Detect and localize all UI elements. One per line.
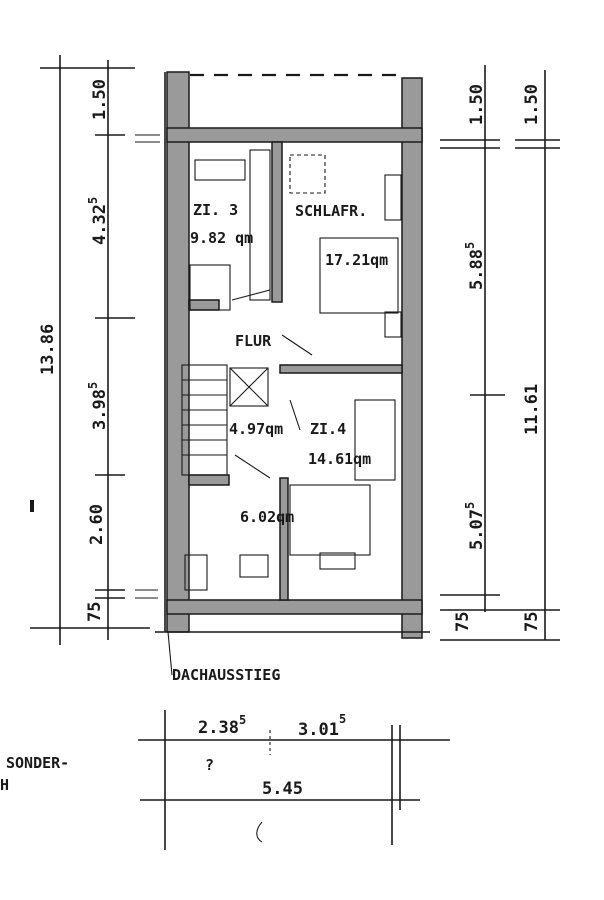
dim-bottom-w2: 3.015	[298, 712, 346, 740]
side-note-line2: H	[0, 776, 9, 794]
room-zi3-name: ZI. 3	[193, 201, 238, 219]
dim-right-total: 11.61	[522, 384, 542, 435]
room-zi4-area: 14.61qm	[308, 450, 371, 468]
dim-right-inner-bottom: 75	[453, 612, 473, 632]
dim-bottom-mark: ?	[205, 756, 214, 774]
room-flur-area: 4.97qm	[229, 420, 283, 438]
dim-left-4: 2.60	[87, 504, 107, 545]
dim-left-1: 1.50	[90, 79, 110, 120]
dim-right-inner-top: 1.50	[467, 84, 487, 125]
dim-left-2: 4.325	[86, 197, 110, 245]
furniture	[181, 149, 402, 591]
bottom-dimension-block	[138, 710, 450, 850]
right-dimension-chain	[440, 65, 560, 641]
room-zi4-name: ZI.4	[310, 420, 346, 438]
dim-bottom-total: 5.45	[262, 779, 303, 799]
dim-bottom-w1: 2.385	[198, 713, 246, 738]
room-bad-area: 6.02qm	[240, 508, 294, 526]
side-note-line1: SONDER-	[6, 754, 69, 772]
room-schlafr-area: 17.21qm	[325, 251, 388, 269]
dachausstieg-label: DACHAUSSTIEG	[172, 666, 280, 684]
dachausstieg-leader	[167, 631, 173, 676]
room-flur-name: FLUR	[235, 332, 272, 350]
dim-left-5: 75	[85, 602, 105, 622]
room-zi3-area: 9.82 qm	[190, 229, 253, 247]
dim-left-3: 3.985	[86, 382, 110, 430]
dim-right-outer-bottom: 75	[522, 612, 542, 632]
dim-right-upper: 5.885	[463, 242, 487, 290]
tick-mark	[30, 500, 34, 512]
dim-left-total: 13.86	[38, 324, 58, 375]
building-walls	[155, 71, 430, 639]
dim-right-lower: 5.075	[463, 502, 487, 550]
dim-right-outer-top: 1.50	[522, 84, 542, 125]
left-dimension-chain	[30, 55, 160, 645]
room-schlafr-name: SCHLAFR.	[295, 202, 367, 220]
